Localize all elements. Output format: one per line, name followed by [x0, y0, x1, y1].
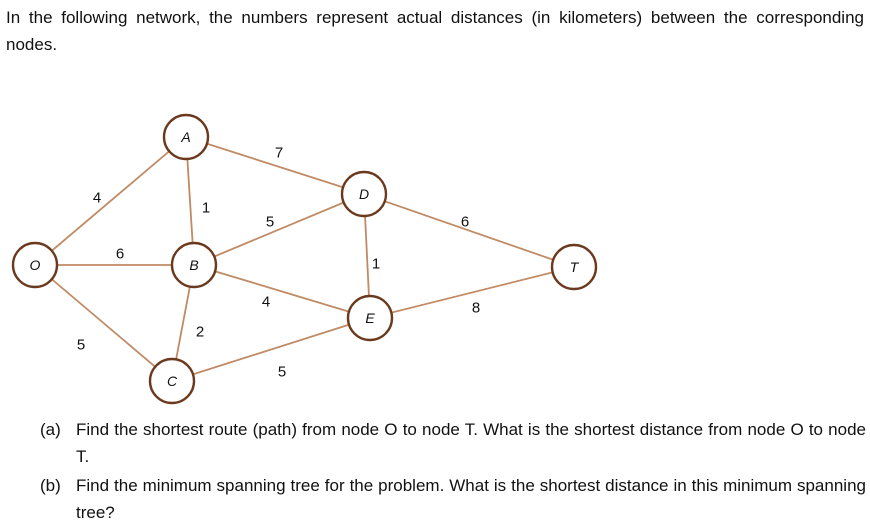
node-circle-e	[346, 294, 394, 342]
edge-b-e	[193, 264, 371, 319]
edge-weight-a-b: 1	[202, 200, 210, 217]
question-b-marker: (b)	[40, 476, 61, 495]
node-label-o: O	[30, 257, 41, 273]
edge-o-a	[34, 136, 187, 266]
question-b: (b) Find the minimum spanning tree for t…	[40, 472, 866, 526]
edge-weight-a-d: 7	[275, 145, 283, 162]
node-label-b: B	[189, 257, 198, 273]
node-t: T	[550, 243, 598, 291]
edge-weight-b-e: 4	[262, 294, 270, 311]
edge-d-t	[363, 193, 575, 268]
edge-weight-d-t: 6	[461, 214, 469, 231]
edge-e-t	[369, 266, 575, 319]
node-d: D	[340, 170, 388, 218]
question-a: (a) Find the shortest route (path) from …	[40, 416, 866, 470]
edge-weight-c-e: 5	[278, 364, 286, 381]
edge-weight-b-d: 5	[266, 214, 274, 231]
weights-layer: 4 6 5 1 7 5 4 2 5 1 6 8	[77, 145, 480, 381]
edge-c-e	[171, 317, 371, 382]
question-a-text: Find the shortest route (path) from node…	[76, 420, 866, 466]
edge-a-d	[185, 136, 365, 195]
node-o: O	[11, 241, 59, 289]
edge-weight-b-c: 2	[196, 324, 204, 341]
node-label-c: C	[167, 373, 178, 389]
node-circle-a	[162, 113, 210, 161]
node-circle-o	[11, 241, 59, 289]
nodes-layer: O A B C D E T	[11, 113, 598, 405]
node-label-t: T	[570, 259, 580, 275]
node-label-a: A	[180, 129, 190, 145]
edge-weight-d-e: 1	[372, 256, 380, 273]
node-label-d: D	[359, 186, 369, 202]
edge-weight-o-b: 6	[116, 246, 124, 263]
edge-b-d	[193, 193, 365, 266]
questions-list: (a) Find the shortest route (path) from …	[40, 416, 866, 528]
node-e: E	[346, 294, 394, 342]
edge-weight-o-a: 4	[93, 190, 101, 207]
node-b: B	[170, 241, 218, 289]
node-label-e: E	[365, 310, 375, 326]
node-circle-b	[170, 241, 218, 289]
node-circle-d	[340, 170, 388, 218]
node-circle-c	[148, 357, 196, 405]
question-b-text: Find the minimum spanning tree for the p…	[76, 476, 866, 522]
node-circle-t	[550, 243, 598, 291]
node-c: C	[148, 357, 196, 405]
edge-weight-o-c: 5	[77, 337, 85, 354]
question-a-marker: (a)	[40, 420, 61, 439]
edge-o-c	[34, 264, 173, 382]
problem-intro: In the following network, the numbers re…	[6, 8, 864, 54]
node-a: A	[162, 113, 210, 161]
edge-weight-e-t: 8	[472, 300, 480, 317]
